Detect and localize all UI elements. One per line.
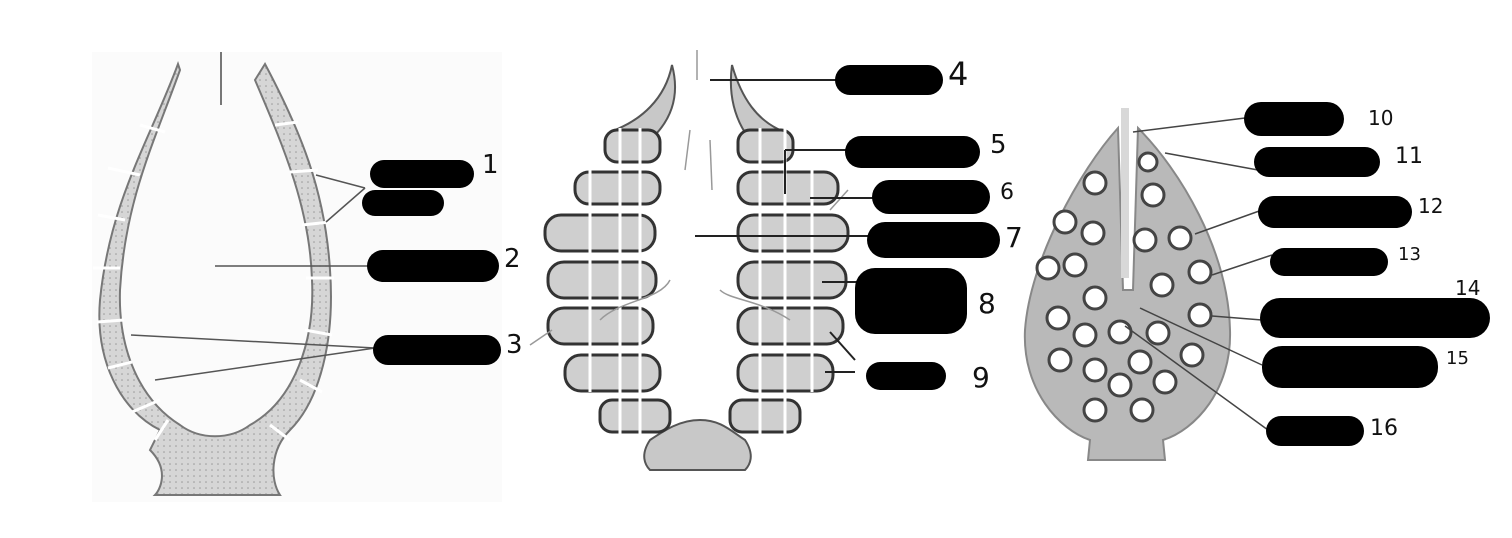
redacted-label-3 (373, 335, 501, 365)
label-number-7: 7 (1005, 221, 1023, 254)
syconoid-sponge (529, 50, 875, 471)
label-number-6: 6 (1000, 180, 1014, 205)
label-number-4: 4 (948, 55, 969, 93)
redacted-label-8 (855, 268, 967, 334)
redacted-label-7 (867, 222, 1000, 258)
leuconoid-sponge (1023, 108, 1273, 461)
redacted-label-9 (866, 362, 946, 390)
redacted-label-13 (1270, 248, 1388, 276)
redacted-label-4 (835, 65, 943, 95)
label-number-2: 2 (504, 244, 521, 274)
redacted-label-6 (872, 180, 990, 214)
redacted-label-16 (1266, 416, 1364, 446)
label-number-15: 15 (1446, 348, 1469, 369)
label-number-3: 3 (506, 330, 523, 360)
redacted-label-10 (1244, 102, 1344, 136)
redacted-label-12 (1258, 196, 1412, 228)
label-number-8: 8 (978, 287, 996, 320)
redacted-label-5 (845, 136, 980, 168)
label-number-16: 16 (1370, 416, 1398, 441)
label-number-13: 13 (1398, 244, 1421, 265)
label-number-5: 5 (990, 130, 1007, 160)
redacted-label-15 (1262, 346, 1438, 388)
label-number-10: 10 (1368, 106, 1394, 130)
redacted-label-2 (367, 250, 499, 282)
redacted-label-11 (1254, 147, 1380, 177)
redacted-label-14 (1260, 298, 1490, 338)
redacted-label-1b (362, 190, 444, 216)
redacted-label-1a (370, 160, 474, 188)
label-number-14: 14 (1455, 276, 1481, 300)
label-number-1: 1 (482, 150, 499, 180)
label-number-11: 11 (1395, 144, 1423, 169)
label-number-9: 9 (972, 361, 990, 394)
label-number-12: 12 (1418, 194, 1444, 218)
